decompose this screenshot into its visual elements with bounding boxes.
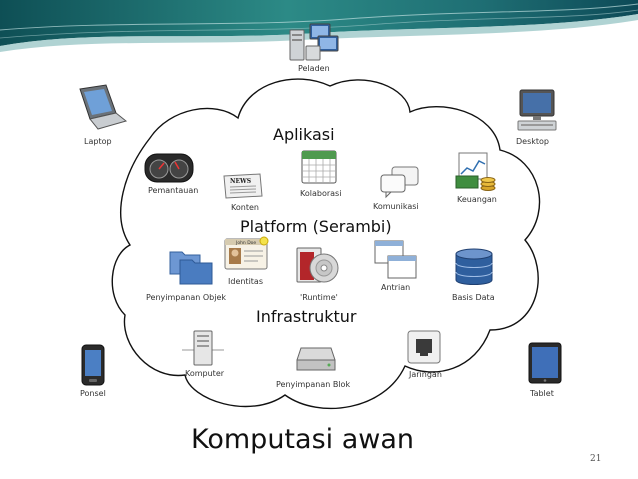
- slide-title: Komputasi awan: [191, 424, 415, 455]
- newspaper-icon: NEWS: [223, 173, 263, 199]
- communication-label: Komunikasi: [373, 202, 419, 211]
- tablet-icon: [528, 342, 562, 384]
- server-label: Peladen: [298, 64, 330, 73]
- finance-chart-icon: [455, 152, 496, 191]
- runtime-package-icon: [296, 247, 339, 283]
- database-icon: [455, 248, 493, 285]
- queue-label: Antrian: [381, 283, 411, 292]
- identity-label: Identitas: [228, 277, 263, 286]
- monitoring-icon: [144, 153, 194, 183]
- id-card-icon: John Doe: [224, 236, 269, 270]
- collaboration-label: Kolaborasi: [300, 189, 342, 198]
- phone-label: Ponsel: [80, 389, 106, 398]
- page-number: 21: [590, 454, 602, 464]
- section-applications: Aplikasi: [273, 125, 335, 144]
- network-label: Jaringan: [409, 370, 442, 379]
- chat-bubbles-icon: [380, 166, 419, 199]
- compute-label: Komputer: [185, 369, 225, 378]
- finance-label: Keuangan: [457, 195, 497, 204]
- section-platform: Platform (Serambi): [240, 217, 392, 236]
- block-storage-label: Penyimpanan Blok: [276, 380, 351, 389]
- monitoring-label: Pemantauan: [148, 186, 199, 195]
- desktop-label: Desktop: [516, 137, 549, 146]
- computer-tower-icon: [182, 330, 224, 366]
- queue-windows-icon: [374, 240, 417, 279]
- svg-text:John Doe: John Doe: [235, 240, 256, 246]
- section-infrastructure: Infrastruktur: [256, 307, 357, 326]
- runtime-label: 'Runtime': [300, 293, 338, 302]
- calendar-icon: [301, 150, 337, 184]
- folders-icon: [169, 251, 213, 285]
- desktop-icon: [517, 89, 557, 131]
- tablet-label: Tablet: [530, 389, 554, 398]
- object-storage-label: Penyimpanan Objek: [146, 293, 226, 302]
- network-port-icon: [407, 330, 441, 364]
- laptop-label: Laptop: [84, 137, 112, 146]
- laptop-icon: [79, 84, 128, 130]
- hard-drive-icon: [296, 347, 336, 371]
- content-label: Konten: [231, 203, 259, 212]
- database-label: Basis Data: [452, 293, 495, 302]
- phone-icon: [81, 344, 105, 386]
- svg-text:NEWS: NEWS: [230, 178, 251, 185]
- server-icon: [289, 23, 339, 61]
